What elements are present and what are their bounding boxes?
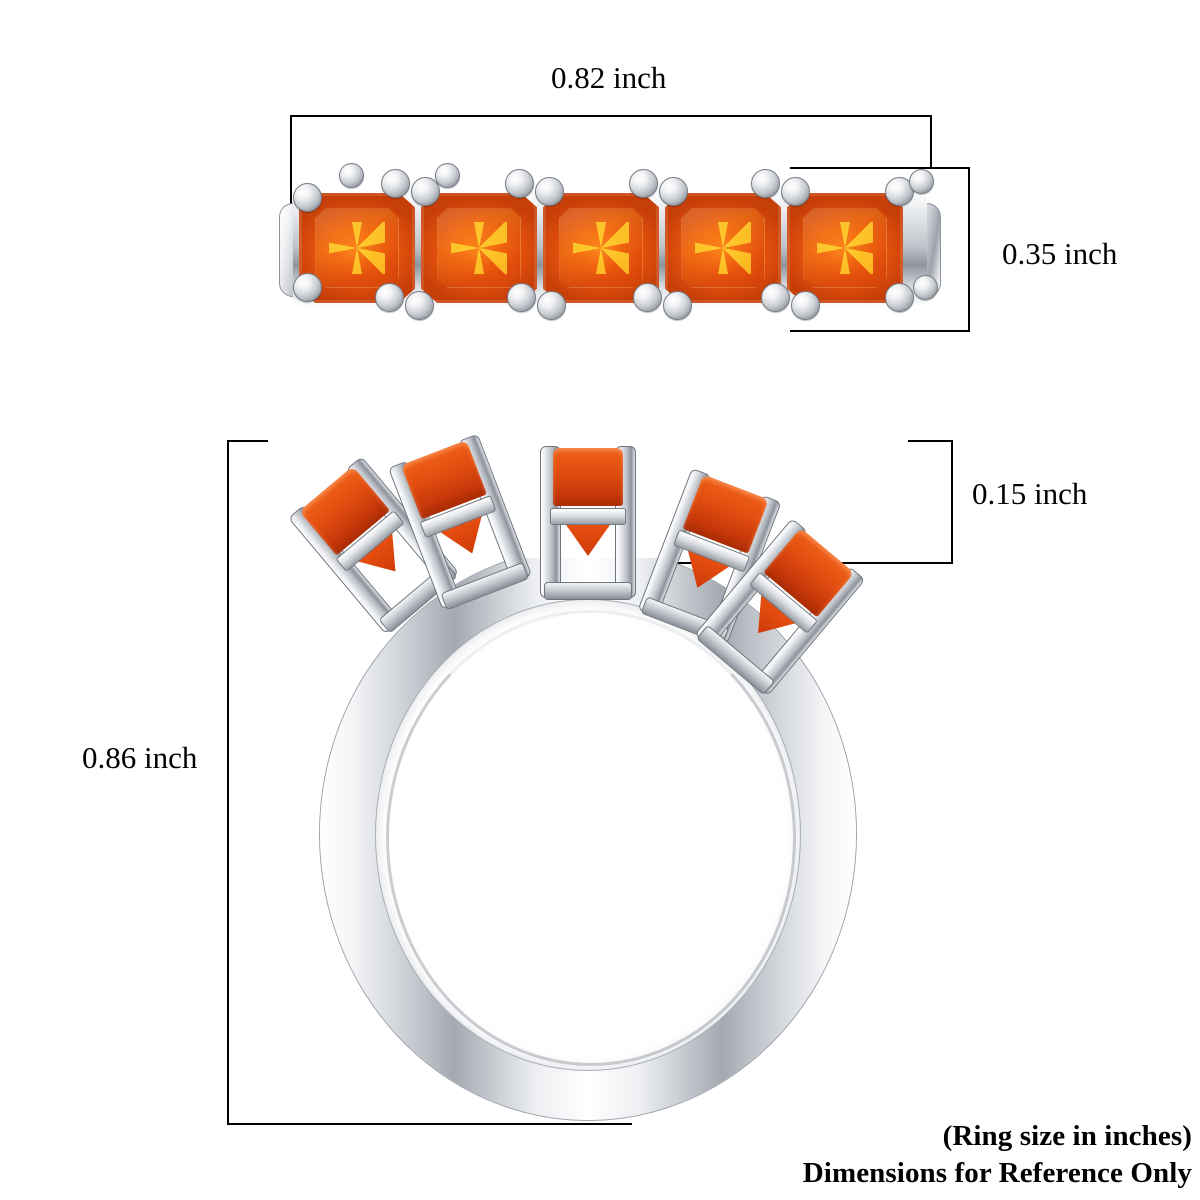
prong <box>339 163 364 188</box>
prong <box>435 163 460 188</box>
ring-band-inner-edge <box>386 610 796 1066</box>
dimension-line-head-height-top <box>790 167 970 169</box>
prong <box>791 291 820 320</box>
setting-foot <box>544 582 632 600</box>
prong <box>885 283 914 312</box>
top-view-gemstone <box>665 193 781 303</box>
dimension-line-head-height-bottom <box>790 330 970 332</box>
dimension-line-ring-height-bottom <box>227 1123 632 1125</box>
prong <box>411 177 440 206</box>
prong <box>505 169 534 198</box>
prong <box>909 169 934 194</box>
setting-crossbar <box>550 508 626 525</box>
prong <box>405 291 434 320</box>
prong <box>659 177 688 206</box>
dimension-label-stone-height: 0.15 inch <box>972 476 1088 511</box>
prong <box>381 169 410 198</box>
dimension-label-width: 0.82 inch <box>551 60 667 95</box>
prong <box>293 183 322 212</box>
dimension-line-width-top <box>290 115 932 117</box>
side-view-ring <box>268 430 908 1130</box>
prong <box>781 177 810 206</box>
prong <box>633 283 662 312</box>
top-view-ring <box>279 155 941 340</box>
prong <box>751 169 780 198</box>
dimension-line-ring-height <box>227 440 229 1125</box>
dimension-label-ring-height: 0.86 inch <box>82 740 198 775</box>
footer-line-2: Dimensions for Reference Only <box>802 1156 1192 1189</box>
footer-line-1: (Ring size in inches) <box>942 1119 1192 1152</box>
dimension-tick-width-right <box>930 115 932 167</box>
gemstone-pavilion <box>564 522 612 556</box>
dimension-line-head-height-side <box>968 167 970 332</box>
prong <box>663 291 692 320</box>
prong <box>535 177 564 206</box>
prong <box>507 283 536 312</box>
footer-note: (Ring size in inches) Dimensions for Ref… <box>803 1118 1192 1192</box>
setting-basket <box>540 446 636 600</box>
top-view-gemstone <box>787 193 903 303</box>
prong <box>761 283 790 312</box>
prong <box>629 169 658 198</box>
dimension-line-stone-height-side <box>951 440 953 564</box>
prong <box>537 291 566 320</box>
prong <box>293 273 322 302</box>
prong <box>375 283 404 312</box>
side-view-gemstone <box>553 448 623 506</box>
dimension-label-head-height: 0.35 inch <box>1002 236 1118 271</box>
dimension-tick-width-left <box>290 115 292 283</box>
prong <box>913 275 938 300</box>
